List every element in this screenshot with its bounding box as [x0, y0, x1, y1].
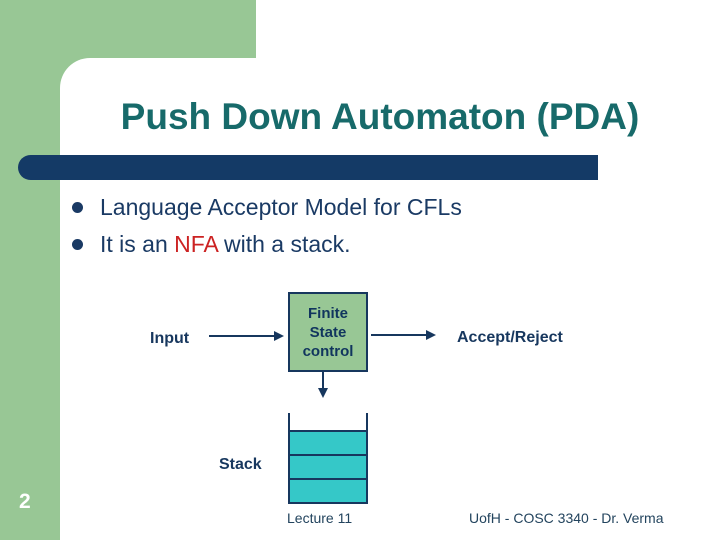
bullet-text: Language Acceptor Model for CFLs [100, 194, 462, 220]
box-line: Finite [308, 304, 348, 322]
content-panel [60, 58, 720, 540]
list-item: Language Acceptor Model for CFLs [72, 192, 632, 222]
stack-container [288, 413, 368, 504]
stack-arrow-line [322, 372, 324, 389]
finite-state-control-box: Finite State control [288, 292, 368, 372]
input-arrowhead-icon [274, 331, 284, 341]
stack-row [290, 478, 366, 502]
slide-title: Push Down Automaton (PDA) [120, 96, 640, 137]
output-arrowhead-icon [426, 330, 436, 340]
input-label: Input [150, 330, 190, 347]
bullet-text: It is an NFA with a stack. [100, 229, 351, 259]
output-arrow-line [371, 334, 426, 336]
footer-course: UofH - COSC 3340 - Dr. Verma [469, 510, 664, 526]
stack-arrowhead-icon [318, 388, 328, 398]
bullet-list: Language Acceptor Model for CFLs It is a… [72, 192, 632, 266]
input-arrow-line [209, 335, 275, 337]
bullet-text-post: with a stack. [217, 231, 351, 257]
box-line: State [309, 323, 347, 341]
bullet-text-highlight: NFA [174, 231, 218, 257]
footer-lecture: Lecture 11 [287, 510, 353, 526]
stack-rows [290, 430, 366, 502]
stack-row [290, 454, 366, 478]
title-underline-bar [18, 155, 598, 180]
output-label: Accept/Reject [457, 329, 563, 346]
bullet-text-pre: It is an [100, 231, 175, 257]
box-line: control [302, 342, 354, 360]
stack-row [290, 430, 366, 454]
list-item: It is an NFA with a stack. [72, 229, 632, 259]
bullet-icon [72, 239, 83, 250]
stack-label: Stack [219, 456, 262, 473]
background-green-left-column [0, 0, 60, 540]
page-number: 2 [19, 490, 31, 513]
bullet-icon [72, 202, 83, 213]
